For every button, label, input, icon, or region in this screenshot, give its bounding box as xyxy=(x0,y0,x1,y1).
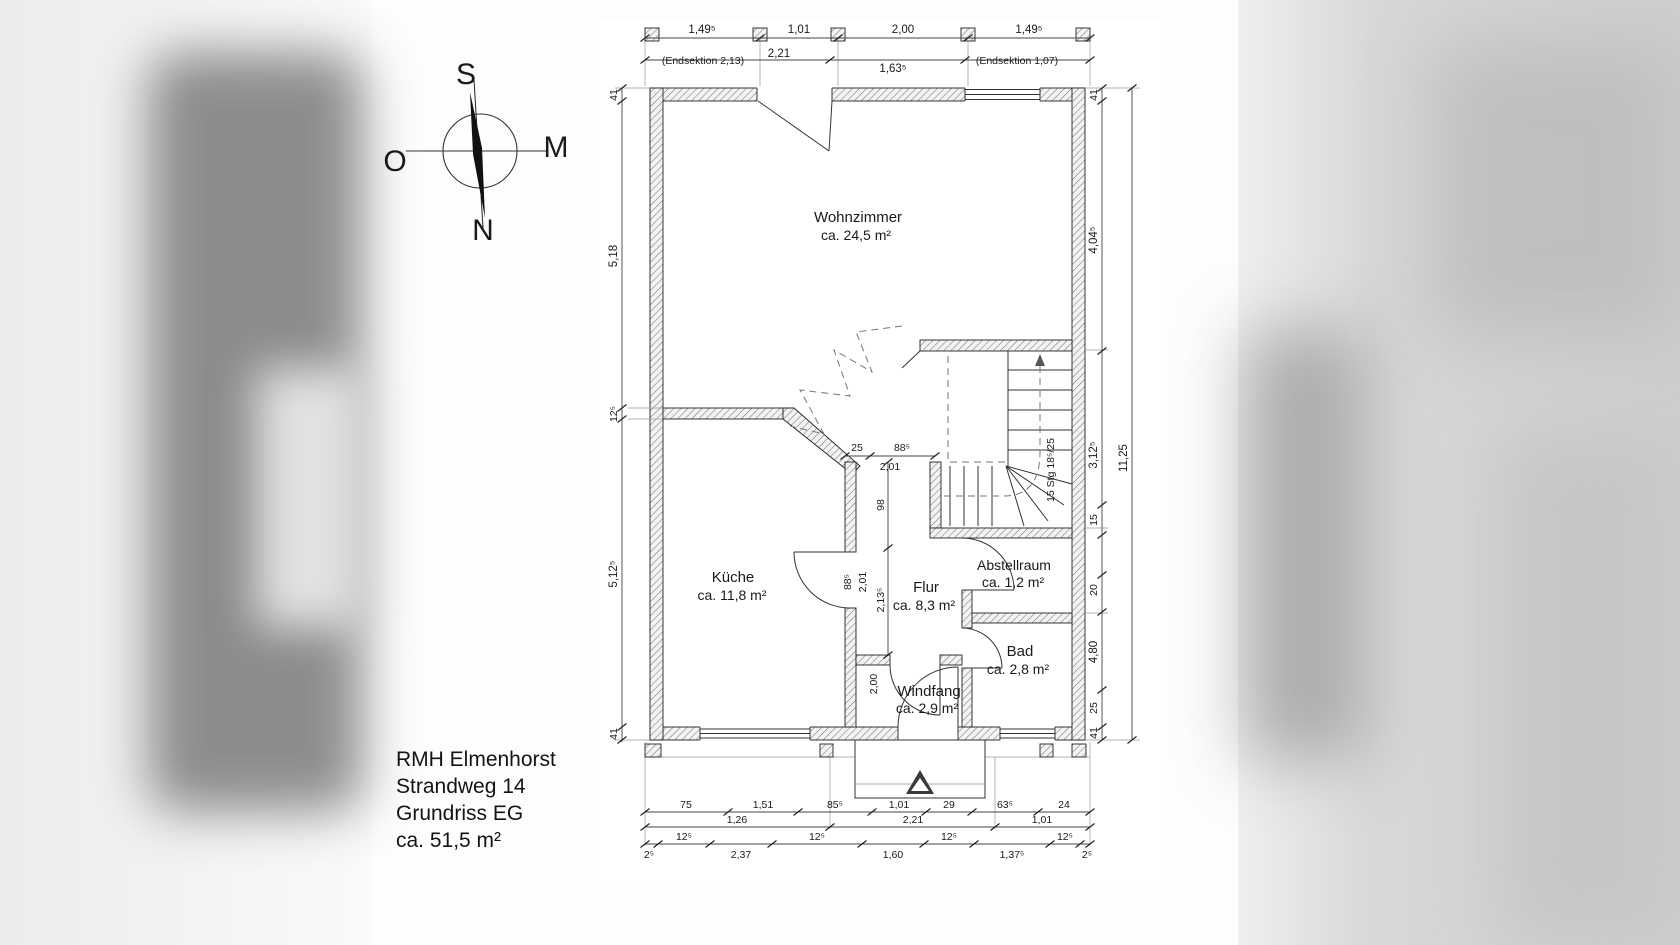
room-name-wohnzimmer: Wohnzimmer xyxy=(814,209,902,226)
dim-label: 2,21 xyxy=(768,48,790,60)
dim-label: 1,26 xyxy=(727,814,748,826)
dim-label: 2,01 xyxy=(880,461,901,473)
dimensions-right: 41 4,04⁵ 3,12⁵ 15 20 4,80 25 41 11,25 xyxy=(1085,83,1140,745)
dim-label: 24 xyxy=(1058,799,1070,811)
dim-label: 29 xyxy=(943,799,955,811)
kitchen-door-arc xyxy=(793,551,851,609)
dim-label: 88⁵ xyxy=(894,442,910,454)
dim-label: 12⁵ xyxy=(809,831,825,843)
door-swings xyxy=(793,537,1015,728)
dim-label: (Endsektion 2,13) xyxy=(662,55,744,67)
dim-label: 41 xyxy=(608,728,620,740)
interior-walls xyxy=(662,339,1073,728)
dim-label: 12⁵ xyxy=(1057,831,1073,843)
dim-label: 2,00 xyxy=(892,24,914,36)
title-line-street: Strandweg 14 xyxy=(396,775,526,798)
dim-label: 2,00 xyxy=(868,674,880,695)
dim-label: 88⁵ xyxy=(842,574,854,590)
dim-label-total: 11,25 xyxy=(1118,444,1130,472)
terrace-door-opening xyxy=(757,87,832,102)
compass-label-top: S xyxy=(456,58,476,91)
room-name-bad: Bad xyxy=(1007,643,1034,660)
dim-label: 25 xyxy=(1088,702,1100,714)
compass-label-bottom: N xyxy=(472,214,494,247)
bath-door-arc xyxy=(961,627,1003,669)
compass-label-left: O xyxy=(383,145,406,178)
dim-label: 1,01 xyxy=(889,799,910,811)
dim-label: 41 xyxy=(1088,89,1100,101)
entrance-door-arc xyxy=(897,666,959,728)
room-area-kueche: ca. 11,8 m² xyxy=(698,587,767,603)
dim-label: 85⁵ xyxy=(827,799,843,811)
room-name-flur: Flur xyxy=(913,579,939,596)
staircase: 15 Stg 18⁵/25 xyxy=(944,351,1073,527)
dim-label: 75 xyxy=(680,799,692,811)
dimensions-left: 41 5,18 12⁵ 5,12⁵ 41 xyxy=(608,83,663,745)
entrance-porch xyxy=(854,739,986,799)
dim-label: 4,80 xyxy=(1088,641,1100,663)
dim-label: 1,01 xyxy=(1032,814,1053,826)
room-area-windfang: ca. 2,9 m² xyxy=(896,700,959,716)
compass-needle xyxy=(470,92,485,218)
dim-label: 1,01 xyxy=(788,24,810,36)
room-name-abstellraum: Abstellraum xyxy=(977,557,1051,573)
dim-label: 12⁵ xyxy=(941,831,957,843)
entrance-door-opening xyxy=(898,726,958,741)
dim-label: 12⁵ xyxy=(608,406,620,422)
room-area-bad: ca. 2,8 m² xyxy=(987,661,1050,677)
dim-label: 41 xyxy=(1088,727,1100,739)
dim-label: (Endsektion 1,07) xyxy=(976,55,1058,67)
dim-label: 3,12⁵ xyxy=(1088,441,1100,468)
dim-label: 2,01 xyxy=(857,572,869,593)
dim-label: 2⁵ xyxy=(644,849,654,861)
dim-label: 1,37⁵ xyxy=(1000,849,1025,861)
dim-label: 1,63⁵ xyxy=(879,63,906,75)
room-area-abstellraum: ca. 1,2 m² xyxy=(982,574,1045,590)
room-name-kueche: Küche xyxy=(712,569,755,586)
compass-rose: S M O N xyxy=(383,58,568,247)
dim-label: 2,21 xyxy=(903,814,924,826)
wall-openings xyxy=(699,87,1056,741)
dim-label: 1,49⁵ xyxy=(1015,24,1042,36)
room-area-wohnzimmer: ca. 24,5 m² xyxy=(821,227,891,243)
stair-walk-line xyxy=(944,358,1041,497)
title-line-plan: Grundriss EG xyxy=(396,802,524,825)
dim-label: 5,18 xyxy=(608,245,620,267)
vestibule-door-arc xyxy=(889,664,941,716)
room-area-flur: ca. 8,3 m² xyxy=(893,597,956,613)
dashed-ceiling-marks xyxy=(789,325,903,435)
dim-label: 4,04⁵ xyxy=(1088,226,1100,253)
dim-label: 12⁵ xyxy=(676,831,692,843)
dimensions-top: 1,49⁵ 1,01 2,00 1,49⁵ (Endsektion 2,13) … xyxy=(639,24,1096,86)
dim-label: 20 xyxy=(1088,584,1100,596)
title-line-area: ca. 51,5 m² xyxy=(396,829,502,852)
dim-label: 1,51 xyxy=(753,799,774,811)
dim-label: 2,37 xyxy=(731,849,752,861)
dim-label: 15 xyxy=(1088,514,1100,526)
dim-label: 41 xyxy=(608,89,620,101)
room-name-windfang: Windfang xyxy=(897,683,960,700)
dim-label: 1,49⁵ xyxy=(688,24,715,36)
dim-label: 2⁵ xyxy=(1082,849,1092,861)
dim-label: 1,60 xyxy=(883,849,904,861)
dim-label: 5,12⁵ xyxy=(608,560,620,587)
dimensions-interior: 25 88⁵ 2,01 98 2,13⁵ 88⁵ 2,01 2,00 xyxy=(839,442,941,695)
storage-door-arc xyxy=(961,537,1015,591)
dim-label: 63⁵ xyxy=(997,799,1013,811)
dim-label: 2,13⁵ xyxy=(875,588,887,613)
stair-label: 15 Stg 18⁵/25 xyxy=(1045,438,1057,502)
dim-label: 98 xyxy=(875,499,887,511)
headroom-dashed-line xyxy=(947,356,1006,463)
dimensions-bottom: 75 1,51 85⁵ 1,01 29 63⁵ 24 1,26 2,21 1,0… xyxy=(639,742,1096,861)
compass-label-right: M xyxy=(544,131,569,164)
room-labels: Wohnzimmer ca. 24,5 m² Küche ca. 11,8 m²… xyxy=(698,209,1051,716)
title-line-project: RMH Elmenhorst xyxy=(396,748,556,771)
dim-label: 25 xyxy=(851,442,863,454)
terrace-door-leaf xyxy=(757,100,830,152)
title-block: RMH Elmenhorst Strandweg 14 Grundriss EG… xyxy=(396,746,556,854)
walk-line-arrow xyxy=(1035,354,1045,366)
